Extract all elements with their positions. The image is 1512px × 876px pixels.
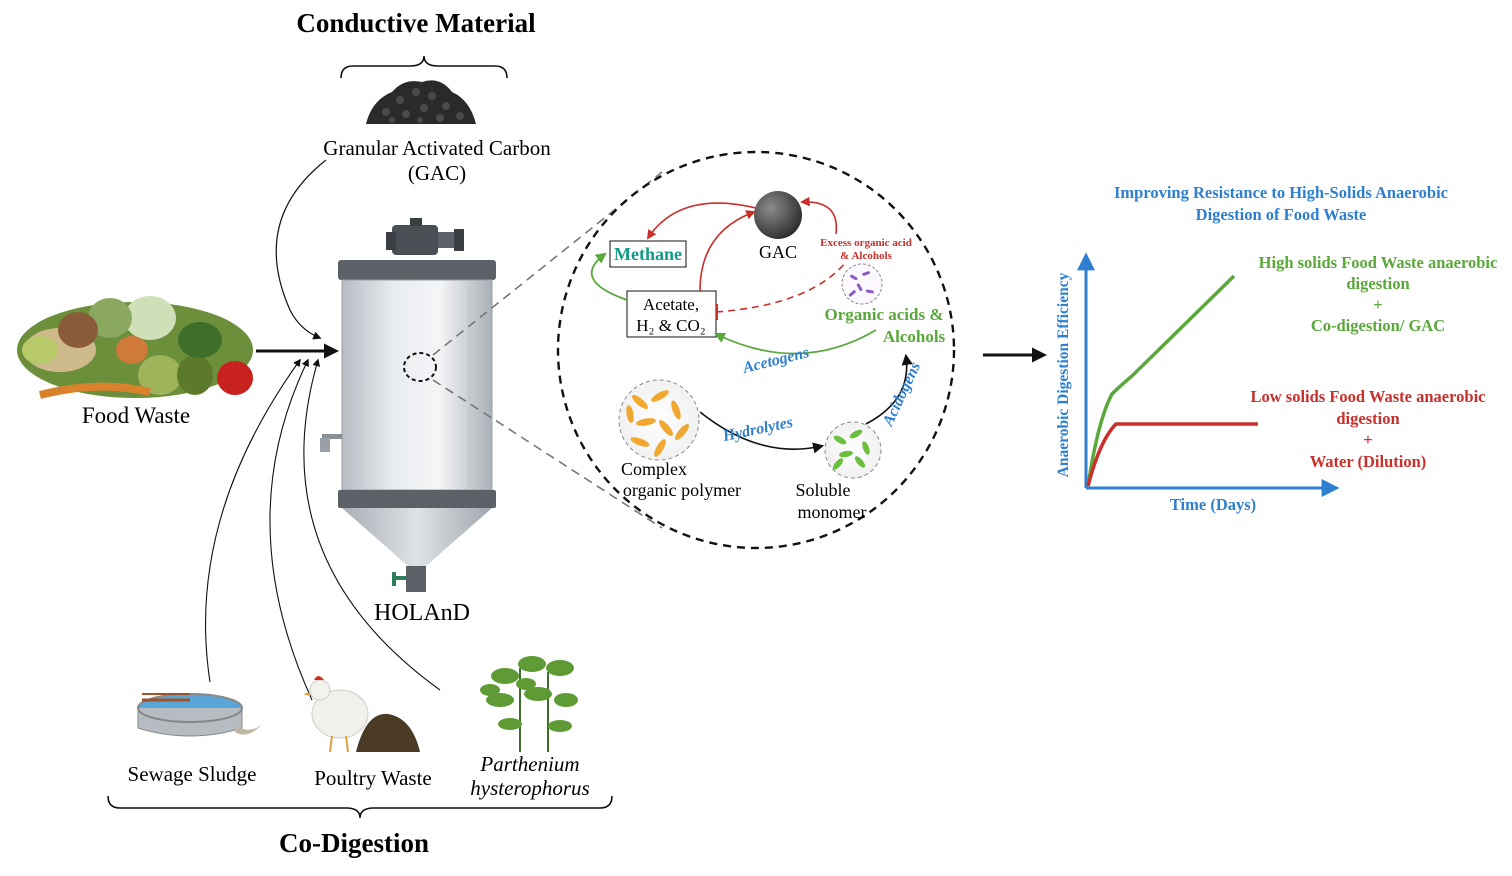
reactor-vessel (320, 218, 496, 592)
reactor-zoom-spot (403, 352, 437, 382)
acetate-line2: H₂ & CO₂ (636, 316, 705, 335)
high-solids-line4: Co-digestion/ GAC (1311, 316, 1445, 335)
pathway-gac-label: GAC (759, 242, 797, 262)
graph-title-line2: Digestion of Food Waste (1196, 205, 1367, 224)
soluble-monomer-cluster (824, 421, 882, 479)
gac-to-reactor-arrow (275, 159, 327, 340)
high-solids-line2: digestion (1346, 274, 1409, 293)
excess-to-gac-arrow (800, 196, 838, 235)
methane-box (609, 240, 687, 268)
parthenium-label-line1: Parthenium (479, 752, 579, 776)
low-solids-line1: Low solids Food Waste anaerobic (1250, 387, 1485, 406)
soluble-monomer-line2: monomer (798, 502, 867, 522)
excess-label-line2: & Alcohols (840, 250, 892, 262)
gac-label-line1: Granular Activated Carbon (323, 136, 551, 160)
high-solids-line1: High solids Food Waste anaerobic (1259, 253, 1498, 272)
sewage-sludge-icon (137, 693, 262, 737)
sewage-sludge-label: Sewage Sludge (128, 762, 257, 786)
food-waste-icon (17, 296, 253, 399)
acids-to-acetate-arrow (714, 329, 877, 355)
graph-x-label: Time (Days) (1170, 495, 1256, 514)
soluble-monomer-line1: Soluble (795, 480, 850, 500)
sewage-to-reactor-arrow (205, 358, 301, 683)
poultry-waste-label: Poultry Waste (314, 766, 432, 790)
top-brace (340, 55, 508, 79)
excess-label-line1: Excess organic acid (820, 237, 912, 249)
gac-label-line2: (GAC) (408, 161, 466, 185)
complex-polymer-cluster (618, 379, 700, 461)
hydrolysis-arrow (699, 411, 825, 454)
gac-to-methane-arrow (646, 202, 757, 240)
complex-polymer-line2: organic polymer (623, 480, 741, 500)
poultry-to-reactor-arrow (269, 358, 313, 701)
codigestion-title: Co-Digestion (279, 828, 429, 858)
low-solids-line4: Water (Dilution) (1310, 452, 1427, 471)
low-solids-line3: + (1363, 430, 1372, 449)
parthenium-to-reactor-arrow (303, 358, 441, 691)
organic-acids-line2: Alcohols (883, 327, 946, 346)
bottom-brace (107, 795, 613, 819)
methane-label: Methane (614, 244, 682, 264)
zoom-line-bottom (432, 379, 663, 529)
high-solids-curve (1086, 274, 1236, 487)
acetate-to-methane-arrow (590, 252, 628, 301)
high-solids-line3: + (1373, 295, 1382, 314)
graph-y-label: Anaerobic Digestion Efficiency (1055, 272, 1072, 477)
acetate-to-gac-arrow (699, 210, 756, 292)
acid-microbe-cluster (841, 263, 883, 305)
reactor-label: HOLAnD (374, 600, 470, 626)
parthenium-label-line2: hysterophorus (470, 776, 589, 800)
acidogenesis-arrow (865, 353, 913, 425)
acetate-line1: Acetate, (643, 295, 699, 314)
gac-pile-icon (366, 80, 476, 124)
low-solids-curve (1086, 422, 1258, 487)
graph-title-line1: Improving Resistance to High-Solids Anae… (1114, 183, 1448, 202)
low-solids-line2: digestion (1336, 409, 1399, 428)
conductive-material-title: Conductive Material (296, 8, 536, 38)
gac-ball-icon (754, 191, 802, 239)
organic-acids-line1: Organic acids & (825, 305, 944, 324)
complex-polymer-line1: Complex (621, 459, 687, 479)
food-waste-label: Food Waste (82, 403, 190, 428)
parthenium-plant-icon (480, 656, 578, 752)
poultry-waste-icon (303, 676, 420, 753)
